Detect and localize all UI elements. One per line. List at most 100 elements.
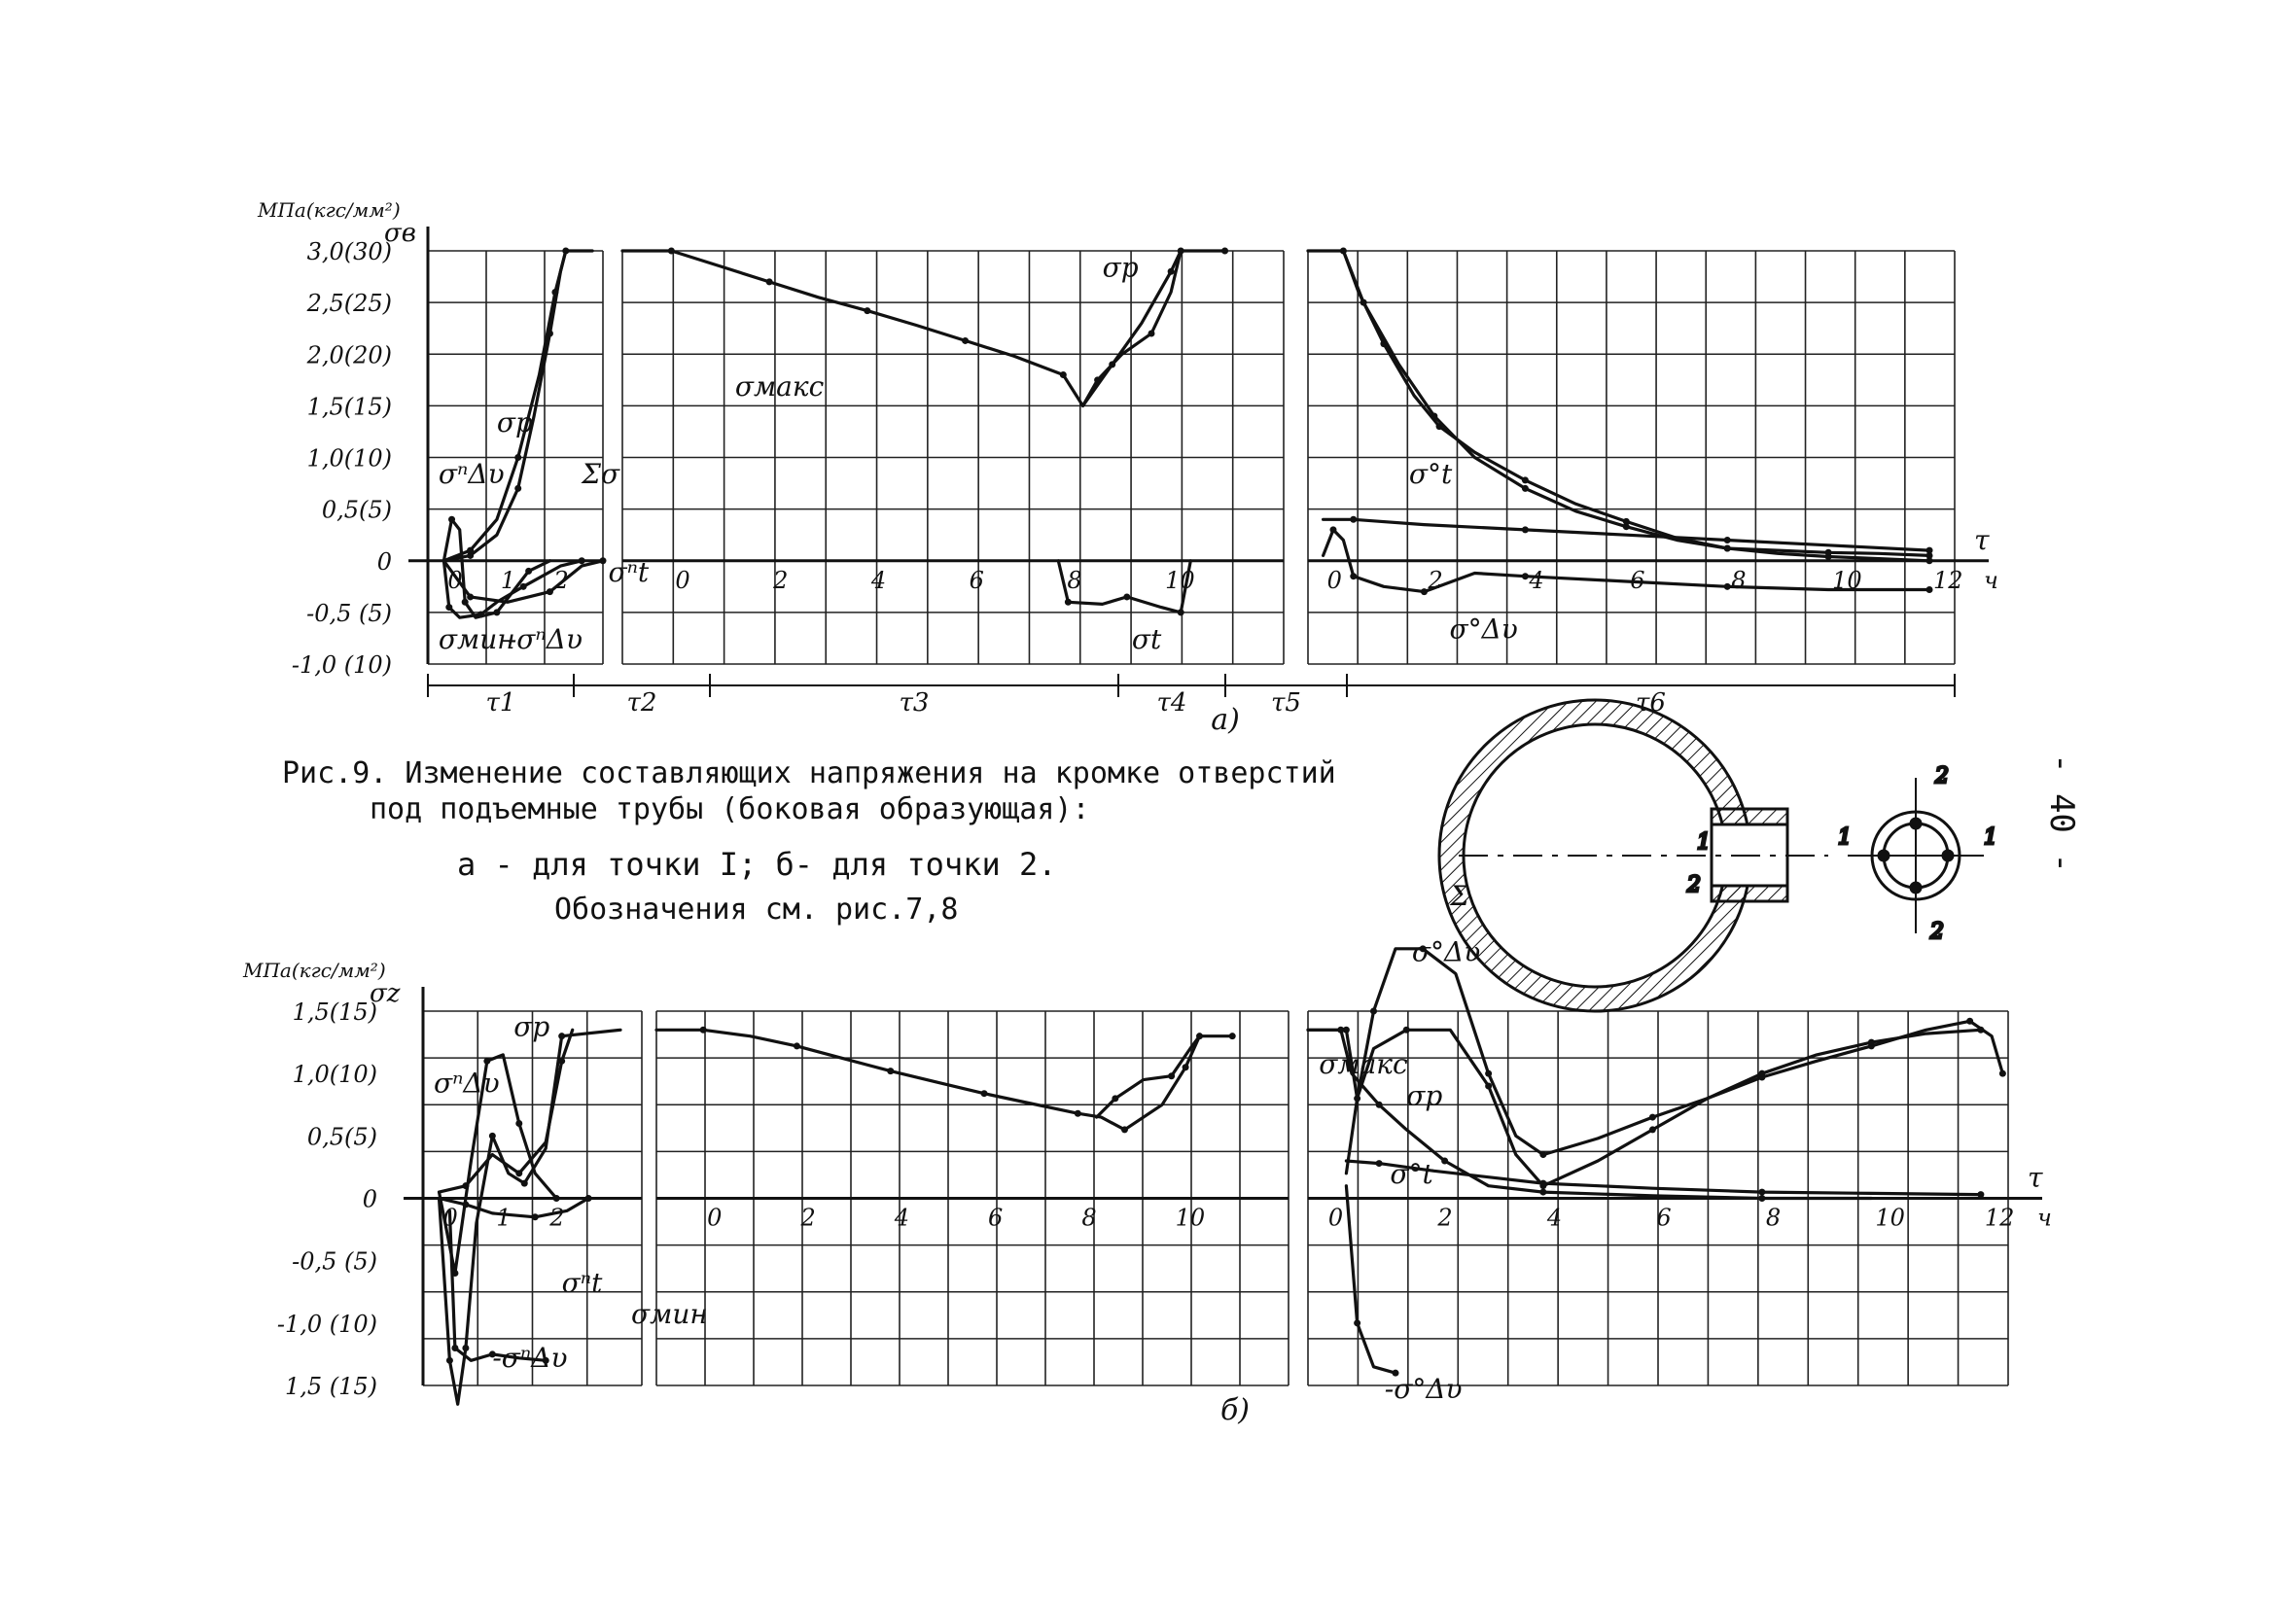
series-line: [1095, 1034, 1202, 1119]
data-point: [488, 1132, 496, 1139]
data-point: [1648, 1126, 1656, 1134]
x-tick-label: 8: [1081, 1205, 1096, 1232]
x-tick-label: 4: [1546, 1205, 1562, 1232]
x-tick-label: 1: [501, 567, 515, 594]
curve-label: σ°Δυ: [1449, 613, 1517, 645]
curve-label: σp: [497, 406, 533, 438]
data-point: [1758, 1195, 1766, 1202]
point-label: 2: [1934, 764, 1949, 788]
x-tick-label: 12: [1985, 1205, 2015, 1232]
data-point: [1925, 586, 1933, 593]
series-line: [437, 1196, 590, 1219]
data-point: [1723, 544, 1731, 552]
data-point: [1998, 1069, 2006, 1077]
chart-panel-2: МПа(кгс/мм²)σz1,5(15)1,0(10)0,5(5)0-0,5 …: [242, 880, 2052, 1427]
series-line: [1322, 517, 1931, 552]
data-point: [1350, 573, 1358, 580]
interval-label: τ3: [900, 688, 930, 718]
x-tick-label: 4: [870, 567, 886, 594]
data-point: [1758, 1069, 1766, 1077]
y-tick-label: 2,0(20): [306, 341, 392, 368]
series-line: [442, 559, 605, 604]
data-point: [1228, 1033, 1236, 1040]
y-unit-label: МПа(кгс/мм²): [257, 198, 401, 222]
data-point: [467, 546, 475, 554]
data-point: [445, 604, 453, 612]
curve-label: σмин: [631, 1298, 708, 1330]
x-tick-label: 0: [707, 1205, 722, 1232]
x-tick-label: 2: [772, 567, 788, 594]
curve-label: -σⁿΔυ: [492, 1342, 567, 1374]
curve-label: σмин: [439, 623, 515, 655]
data-point: [1370, 1007, 1377, 1015]
x-unit: ч: [2037, 1205, 2052, 1232]
data-point: [1758, 1188, 1766, 1196]
data-point: [1521, 484, 1529, 492]
curve-label: Σσ: [581, 458, 620, 490]
series-line: [1344, 1184, 1397, 1375]
data-point: [488, 1350, 496, 1358]
curve-label: σмакс: [735, 370, 825, 403]
point-label: 1: [1984, 825, 1997, 850]
data-point: [525, 567, 533, 575]
data-point: [1521, 476, 1529, 484]
x-tick-label: 10: [1176, 1205, 1206, 1232]
y-tick-label: 2,5(25): [306, 290, 392, 317]
curve-label: σ°t: [1390, 1158, 1433, 1190]
x-tick-label: 10: [1875, 1205, 1905, 1232]
y-tick-label: 1,5 (15): [285, 1373, 377, 1400]
interval-label: τ5: [1271, 688, 1301, 718]
point-label: 1: [1838, 825, 1852, 850]
caption-line-4: Обозначения см. рис.7,8: [554, 893, 959, 927]
data-point: [1350, 515, 1358, 523]
data-point: [1059, 371, 1067, 378]
data-point: [962, 336, 970, 344]
data-point: [514, 484, 522, 492]
series-line: [1080, 249, 1183, 407]
x-tick-label: 8: [1766, 1205, 1781, 1232]
caption-line-1: Рис.9. Изменение составляющих напряжения…: [282, 756, 1336, 790]
data-point: [1354, 1319, 1361, 1327]
y-tick-label: 0: [377, 548, 392, 576]
data-point: [542, 1356, 549, 1364]
section-point: [1877, 849, 1890, 862]
chart-panel-1: МПа(кгс/мм²)σв3,0(30)2,5(25)2,0(20)1,5(1…: [257, 198, 1998, 737]
data-point: [1196, 1033, 1204, 1040]
series-line: [654, 1028, 1234, 1132]
panel-label: б): [1220, 1393, 1250, 1427]
x-tick-label: 8: [1731, 567, 1746, 594]
data-point: [1622, 517, 1630, 525]
data-point: [1375, 1101, 1383, 1108]
series-line: [620, 249, 1227, 407]
x-axis-symbol: τ: [1974, 524, 1990, 556]
data-point: [1182, 1064, 1189, 1071]
series-line: [437, 1053, 558, 1276]
data-point: [467, 551, 475, 559]
data-point: [1337, 1026, 1345, 1034]
data-point: [578, 557, 585, 565]
data-point: [1094, 376, 1102, 384]
data-point: [558, 1033, 566, 1040]
y-tick-label: 1,0(10): [293, 1061, 377, 1088]
data-point: [493, 609, 501, 616]
curve-label: σⁿt: [562, 1267, 603, 1299]
series-line: [447, 1209, 548, 1362]
data-point: [980, 1090, 988, 1098]
x-tick-label: 4: [1528, 567, 1543, 594]
curve-label: σⁿΔυ: [434, 1067, 500, 1099]
data-point: [1539, 1151, 1547, 1159]
y-axis-symbol: σв: [384, 219, 416, 248]
data-point: [1925, 557, 1933, 565]
data-point: [1441, 1157, 1449, 1165]
curve-label: -σⁿΔυ: [508, 623, 583, 655]
data-point: [1148, 330, 1155, 337]
data-point: [1925, 551, 1933, 559]
y-tick-label: 1,5(15): [293, 999, 377, 1026]
y-tick-label: 0,5(5): [322, 497, 392, 524]
data-point: [558, 1057, 566, 1065]
x-tick-label: 6: [970, 567, 984, 594]
